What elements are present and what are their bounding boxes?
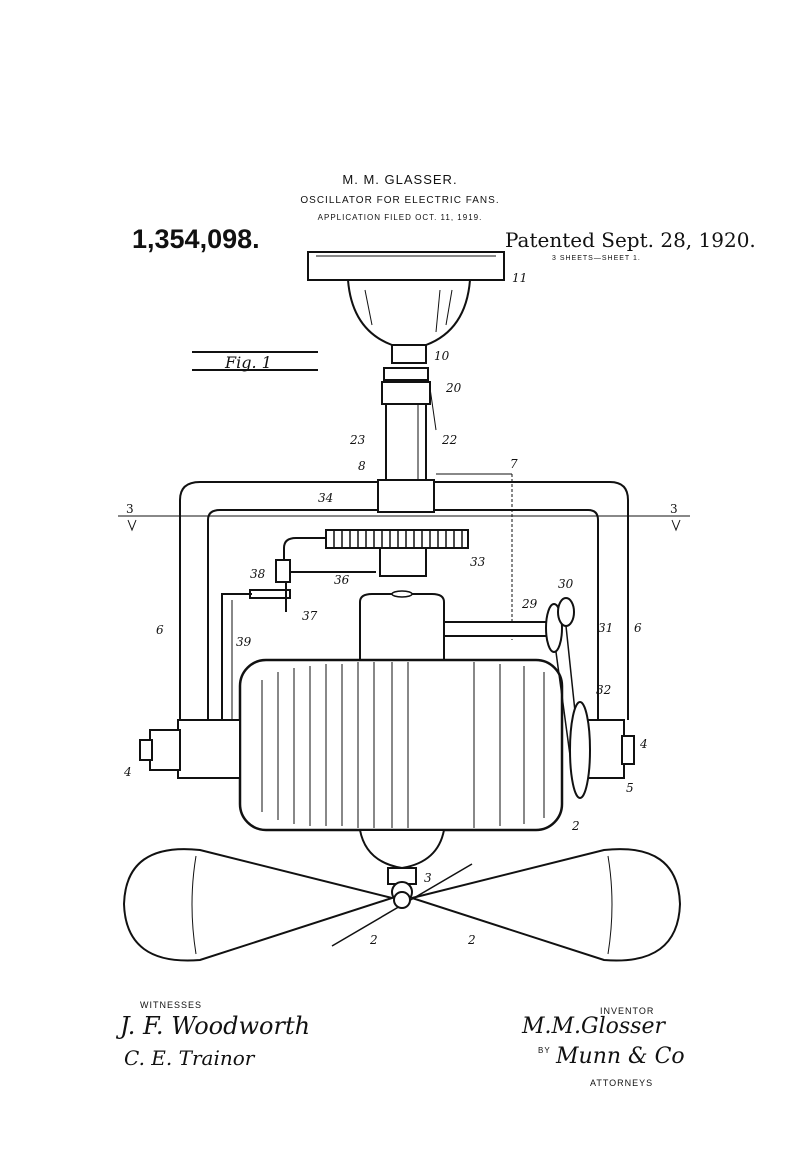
ref-3: 3 [424,871,432,885]
ref-30: 30 [558,577,574,591]
ref-8: 8 [358,459,366,473]
ref-33: 33 [470,555,486,569]
witnesses-label: WITNESSES [140,1000,203,1010]
section-mark-left: 3 [126,502,134,516]
ref-38: 38 [250,567,266,581]
reference-numerals: 11 10 20 23 22 8 7 34 33 36 38 37 30 29 … [123,271,648,947]
inventor-label: INVENTOR [600,1006,655,1016]
fan-blades [122,848,682,962]
patent-number: 1,354,098. [132,224,260,254]
section-mark-right: 3 [670,502,678,516]
yoke-frame [179,473,629,720]
patent-date: Patented Sept. 28, 1920. [505,228,756,252]
figure-label: Fig. 1 [192,351,318,372]
ref-32: 32 [596,683,611,697]
ref-34: 34 [318,491,333,505]
inventor-name: M. M. GLASSER. [342,172,458,187]
by-label: BY [538,1046,551,1055]
ref-4-right: 4 [639,737,648,751]
ref-22: 22 [441,433,457,447]
ref-7: 7 [510,457,518,471]
patent-title: OSCILLATOR FOR ELECTRIC FANS. [300,195,500,206]
witness-signature-2: C. E. Trainor [124,1046,255,1070]
ref-5: 5 [626,781,634,795]
crank-linkage [221,582,291,720]
suspension-rod [377,367,437,513]
filing-date: APPLICATION FILED OCT. 11, 1919. [317,213,483,222]
motor-housing [238,590,564,903]
ref-2-blade-right: 2 [467,933,476,947]
ref-4-left: 4 [123,765,132,779]
ceiling-canopy [307,251,505,364]
section-line: 3 3 [118,502,690,532]
ref-6-right: 6 [634,621,642,635]
figure-label-text: Fig. 1 [224,353,272,372]
inventor-signature: M.M.Glosser [522,1014,666,1039]
ref-23: 23 [349,433,366,447]
ref-11: 11 [512,271,527,285]
ref-10: 10 [434,349,450,363]
ref-39: 39 [236,635,252,649]
ref-20: 20 [445,381,462,395]
ref-2-motor: 2 [571,819,580,833]
attorneys-label: ATTORNEYS [590,1078,654,1088]
ref-2-blade-left: 2 [369,933,378,947]
ref-31: 31 [598,621,613,635]
ref-6-left: 6 [156,623,164,637]
ref-29: 29 [521,597,538,611]
sheet-count: 3 SHEETS—SHEET 1. [552,255,641,262]
ref-37: 37 [302,609,318,623]
attorney-signature: Munn & Co [556,1044,685,1069]
ref-36: 36 [334,573,350,587]
worm-gear [275,529,469,583]
pivot-bosses [139,701,635,799]
witness-signature-1: J. F. Woodworth [120,1012,311,1040]
